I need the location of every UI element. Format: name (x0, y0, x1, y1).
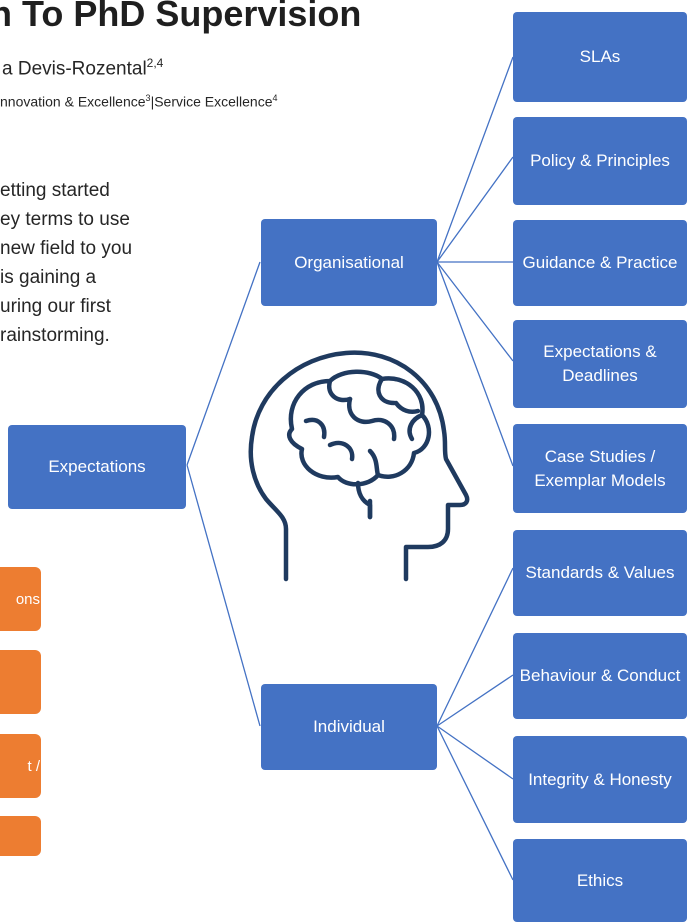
intro-line: rainstorming. (0, 325, 110, 346)
intro-line: etting started (0, 180, 110, 201)
left-node-fragment (0, 650, 41, 714)
left-node-fragment: t / (0, 734, 41, 798)
intro-line: is gaining a (0, 267, 97, 288)
node-behaviour-conduct: Behaviour & Conduct (513, 633, 687, 719)
bracket-root (186, 261, 261, 727)
left-node-fragment (0, 816, 41, 856)
intro-line: new field to you (0, 238, 133, 259)
affiliation-separator: | (150, 93, 155, 110)
affiliation-a: nnovation & Excellence (0, 93, 146, 110)
bracket-organisational (436, 56, 514, 467)
node-standards-values: Standards & Values (513, 530, 687, 616)
node-case-studies: Case Studies / Exemplar Models (513, 424, 687, 513)
authors-line: a Devis-Rozental2,4 (2, 56, 163, 80)
node-expectations-deadlines: Expectations & Deadlines (513, 320, 687, 408)
left-node-fragment: ons (0, 567, 41, 631)
affiliation-b-sup: 4 (272, 93, 278, 103)
node-individual: Individual (261, 684, 437, 770)
intro-paragraph: etting started ey terms to use new field… (0, 176, 200, 350)
node-slas: SLAs (513, 12, 687, 102)
authors-superscript: 2,4 (146, 56, 164, 70)
bracket-individual (436, 567, 514, 881)
affiliations-line: nnovation & Excellence3|Service Excellen… (0, 93, 278, 110)
page-title: ch To PhD Supervision (0, 0, 362, 34)
affiliation-a-sup: 3 (145, 93, 151, 103)
intro-line: ey terms to use (0, 209, 130, 230)
node-integrity-honesty: Integrity & Honesty (513, 736, 687, 823)
intro-line: uring our first (0, 296, 111, 317)
head-brain-icon (248, 350, 470, 582)
node-guidance-practice: Guidance & Practice (513, 220, 687, 306)
authors-text: a Devis-Rozental (2, 58, 147, 80)
node-ethics: Ethics (513, 839, 687, 922)
node-organisational: Organisational (261, 219, 437, 306)
node-policy-principles: Policy & Principles (513, 117, 687, 205)
affiliation-b: Service Excellence (154, 93, 273, 110)
node-expectations: Expectations (8, 425, 186, 509)
